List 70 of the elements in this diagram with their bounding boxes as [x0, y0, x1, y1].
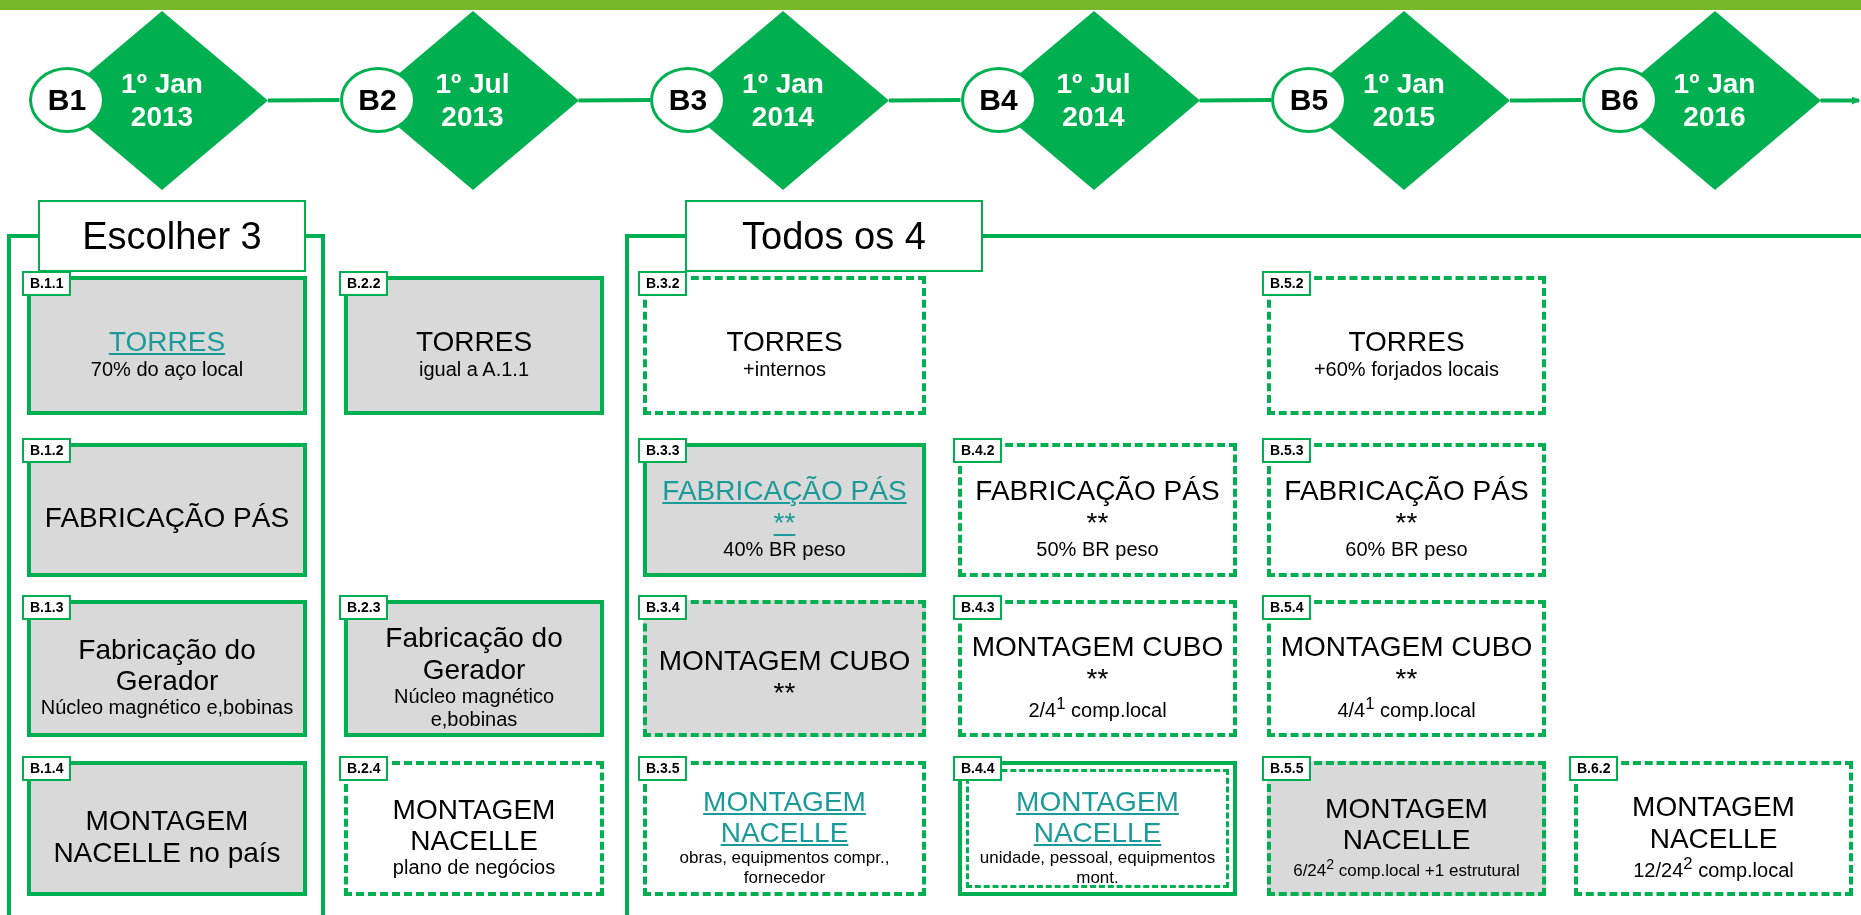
group-frame: [625, 200, 1861, 915]
id-tag: B.5.2: [1262, 271, 1312, 297]
id-tag: B.3.3: [638, 438, 688, 464]
id-tag: B.3.4: [638, 595, 688, 621]
component-title: MONTAGEM CUBO **: [970, 631, 1225, 695]
component-title: MONTAGEM CUBO **: [1279, 631, 1534, 695]
group-frame: [7, 200, 325, 915]
component-note: unidade, pessoal, equipmentos mont.: [978, 848, 1217, 888]
component-title: MONTAGEM NACELLE: [391, 793, 557, 857]
id-tag: B.5.5: [1262, 756, 1312, 782]
component-link: MONTAGEM NACELLE: [702, 785, 867, 849]
milestone-circle: B2: [339, 67, 416, 133]
component-note: 60% BR peso: [1345, 537, 1468, 561]
component-title: MONTAGEM NACELLE: [1631, 791, 1796, 855]
id-tag: B.4.3: [953, 595, 1003, 621]
component-note: Núcleo magnético e,bobinas: [392, 684, 556, 731]
group-title: Todos os 4: [685, 200, 983, 272]
component-note: 70% do aço local: [90, 357, 244, 381]
connector-line: [268, 98, 340, 103]
milestone-circle: B1: [29, 67, 105, 133]
milestone-circle: B4: [960, 67, 1037, 133]
component-title: MONTAGEM NACELLE no país: [52, 805, 282, 868]
id-tag: B.2.2: [339, 271, 389, 297]
id-tag: B.5.3: [1262, 438, 1312, 464]
id-tag: B.4.4: [953, 756, 1003, 782]
component-title: TORRES: [1348, 326, 1465, 358]
component-title: Fabricação do Gerador: [77, 633, 257, 697]
component-title: FABRICAÇÃO PÁS **: [1283, 475, 1530, 538]
id-tag: B.2.3: [339, 595, 389, 621]
component-title: TORRES: [726, 326, 843, 358]
component-link: MONTAGEM NACELLE: [1015, 785, 1180, 849]
id-tag: B.1.4: [22, 756, 72, 782]
component-note: Núcleo magnético e,bobinas: [40, 696, 294, 720]
id-tag: B.1.3: [22, 595, 72, 621]
component-title: MONTAGEM NACELLE: [1324, 793, 1489, 856]
component-note: 6/24$^{2}$ comp.local +1 estrutural: [1293, 855, 1520, 880]
component-title: FABRICAÇÃO PÁS **: [974, 475, 1221, 538]
component-note: 4/4$^{1}$ comp.local: [1337, 694, 1476, 722]
milestone-circle: B6: [1581, 67, 1658, 133]
component-note: 40% BR peso: [723, 537, 846, 561]
component-note: plano de negócios: [392, 856, 556, 880]
milestone-circle: B3: [650, 67, 726, 133]
id-tag: B.6.2: [1569, 756, 1619, 782]
id-tag: B.1.2: [22, 438, 72, 464]
component-title: MONTAGEM CUBO **: [657, 645, 912, 708]
component-note: igual a A.1.1: [418, 357, 530, 381]
component-title: FABRICAÇÃO PÁS: [44, 502, 290, 534]
connector-line: [1199, 98, 1271, 103]
component-title: TORRES: [415, 326, 533, 358]
component-note: +60% forjados locais: [1313, 357, 1500, 381]
component-note: obras, equipmentos compr., fornecedor: [678, 848, 891, 888]
connector-line: [1510, 98, 1582, 103]
arrow: [1820, 96, 1860, 105]
id-tag: B.3.5: [638, 756, 688, 782]
connector-line: [578, 98, 650, 103]
id-tag: B.2.4: [339, 756, 389, 782]
component-link: FABRICAÇÃO PÁS **: [661, 475, 908, 538]
component-link: TORRES: [108, 326, 226, 358]
component-title: Fabricação do Gerador: [384, 622, 564, 685]
id-tag: B.1.1: [22, 271, 72, 297]
component-note: 2/4$^{1}$ comp.local: [1028, 694, 1167, 722]
group-title: Escolher 3: [38, 200, 306, 272]
component-note: +internos: [743, 357, 826, 381]
id-tag: B.5.4: [1262, 595, 1312, 621]
id-tag: B.3.2: [638, 271, 688, 297]
milestone-circle: B5: [1271, 67, 1347, 133]
connector-line: [889, 98, 961, 103]
component-note: 12/24$^{2}$ comp.local: [1633, 854, 1794, 882]
component-note: 50% BR peso: [1036, 537, 1159, 561]
id-tag: B.4.2: [953, 438, 1003, 464]
